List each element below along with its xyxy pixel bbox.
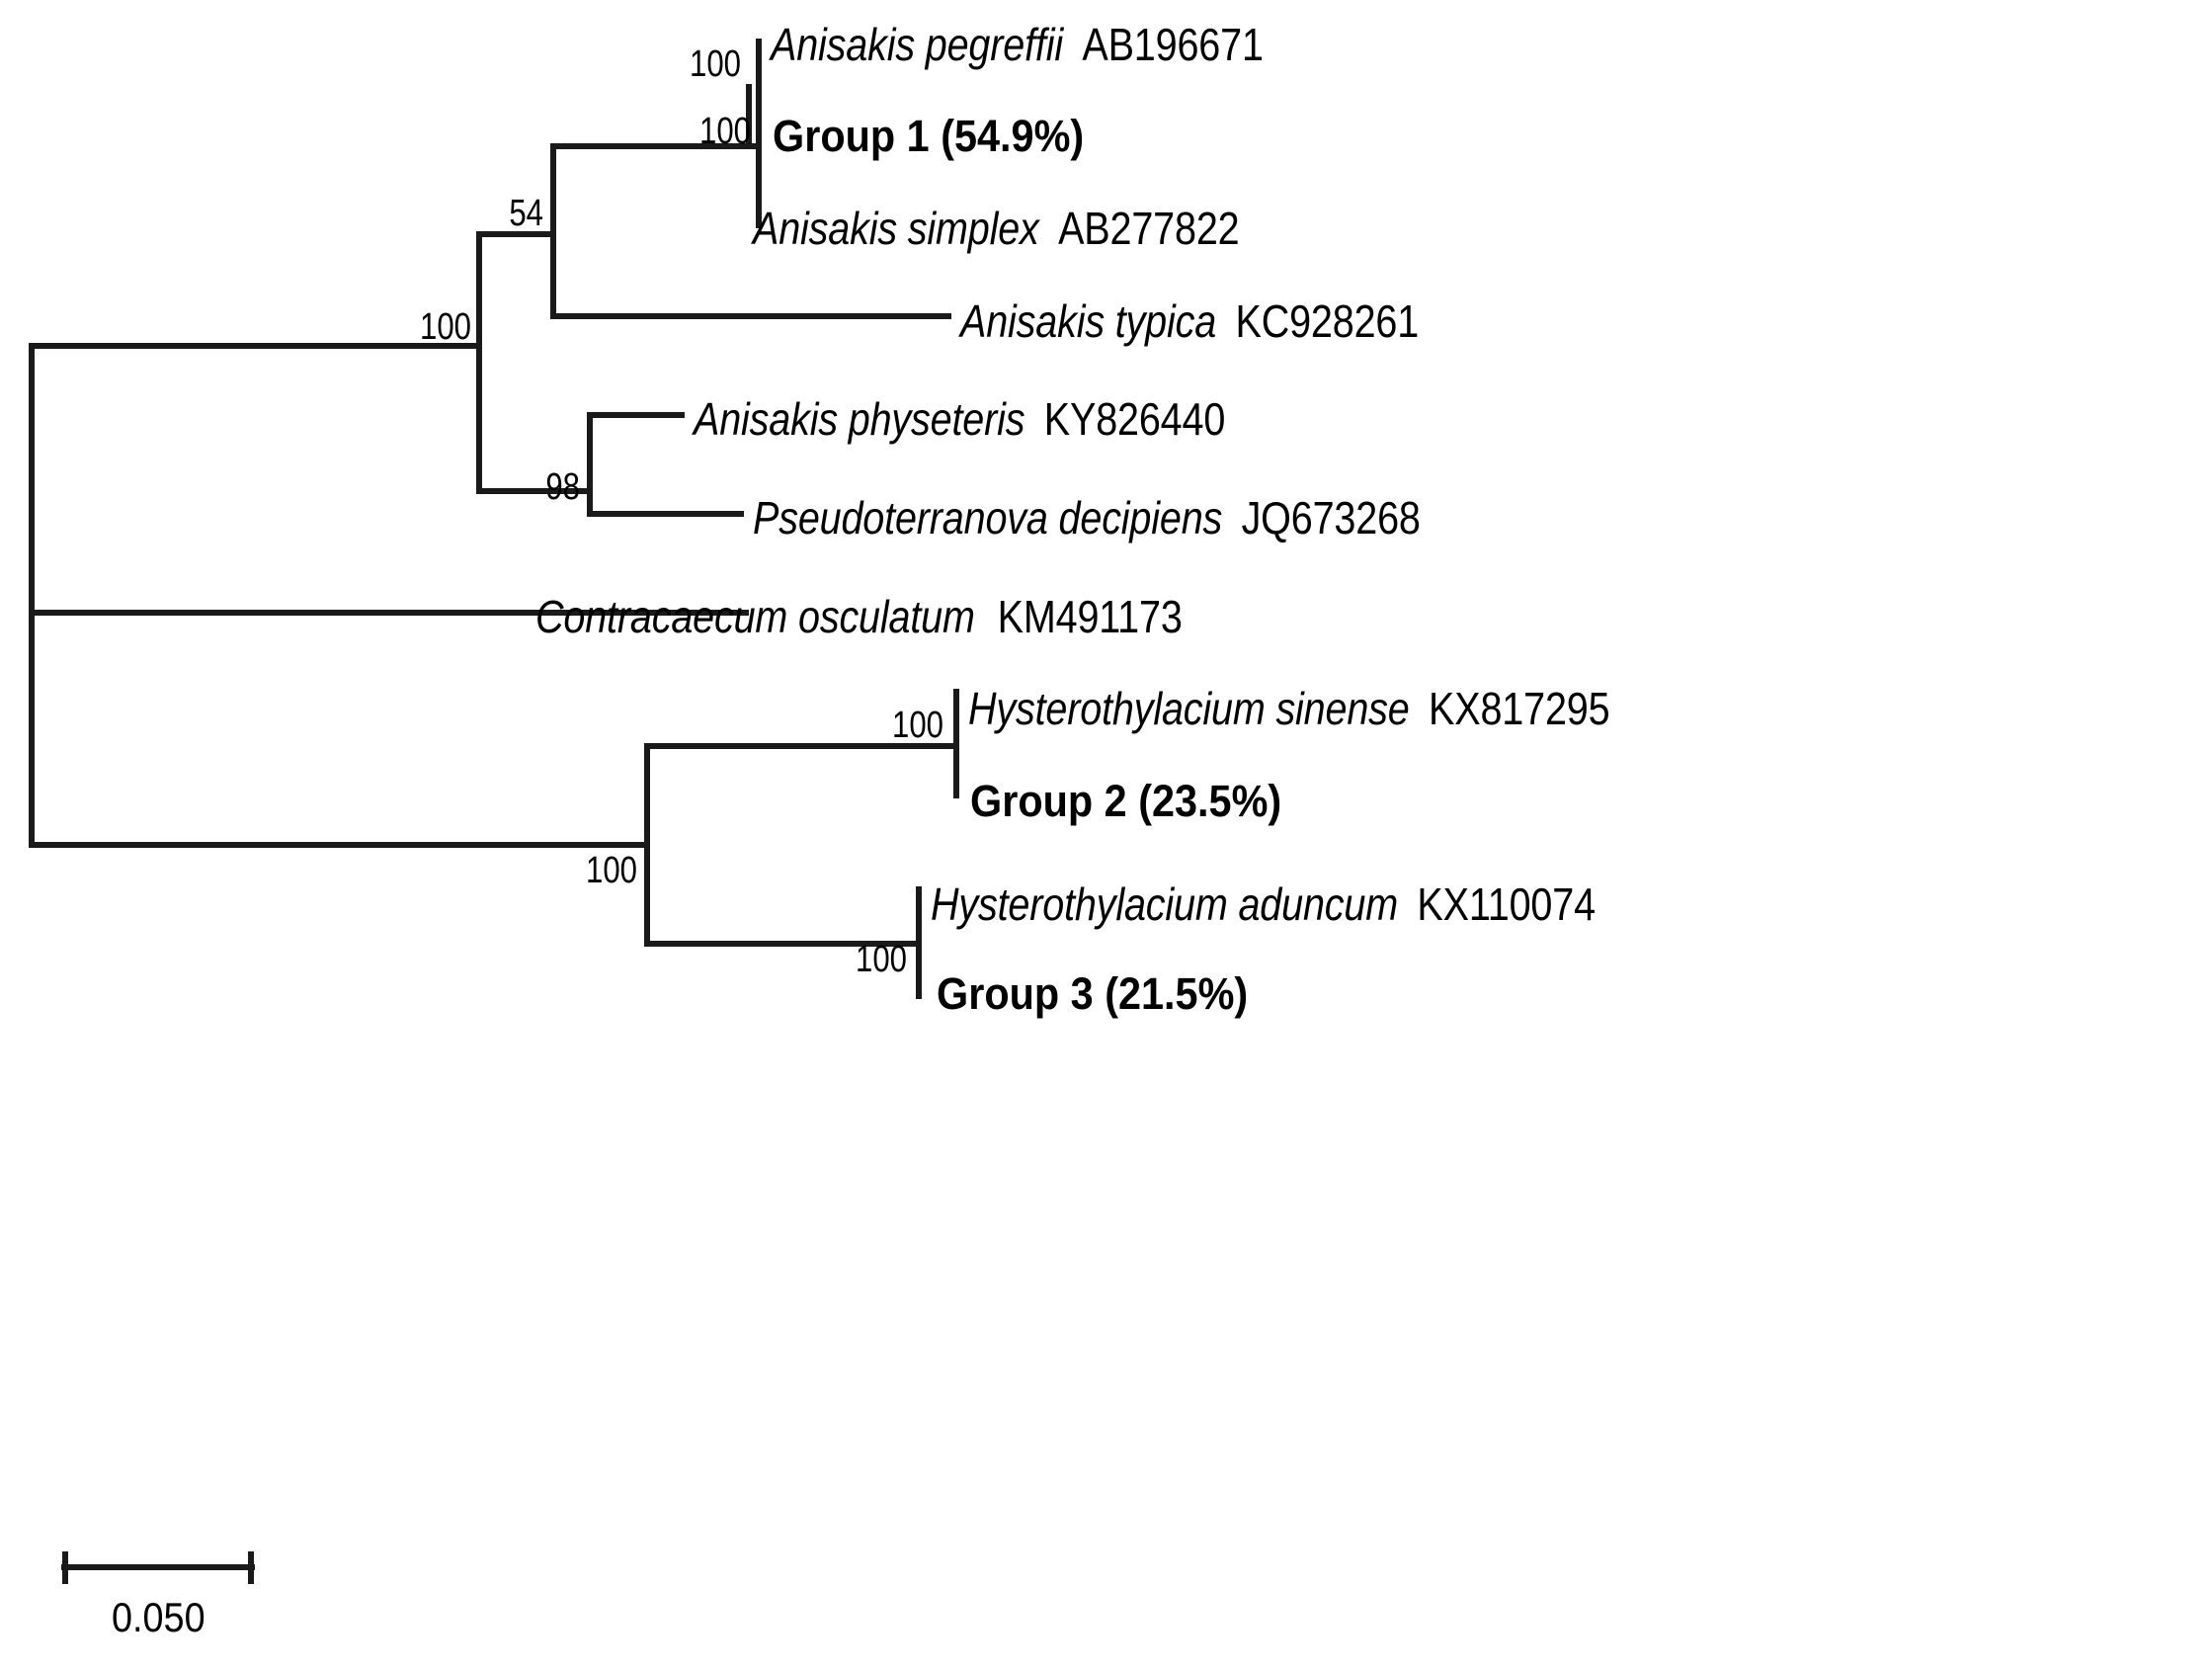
taxon-binomial: Anisakis physeteris [694,393,1025,445]
taxon-binomial: Anisakis pegreffii [771,19,1063,70]
support-value-simplex-clade: 54 [509,193,543,234]
group-label-1: Group 1 (54.9%) [773,111,1085,161]
taxon-binomial: Hysterothylacium aduncum [931,878,1398,930]
support-value-group1-node: 100 [699,111,751,152]
taxon-label-anisakis-simplex: Anisakis simplex AB277822 [753,202,1240,255]
taxon-accession: KM491173 [997,591,1183,642]
taxon-label-anisakis-pegreffii: Anisakis pegreffii AB196671 [771,18,1264,71]
taxon-label-hysterothylacium-aduncum: Hysterothylacium aduncum KX110074 [931,877,1596,931]
taxon-binomial: Anisakis simplex [753,203,1039,254]
taxon-accession: AB196671 [1082,19,1264,70]
taxon-binomial: Anisakis typica [960,295,1217,347]
taxon-accession: KC928261 [1235,295,1420,347]
group-label-3: Group 3 (21.5%) [937,968,1249,1019]
support-value-anisakidae: 100 [420,306,471,348]
support-value-pegreffii-group1: 100 [690,43,741,85]
scale-bar-label: 0.050 [112,1594,205,1640]
group-label-2: Group 2 (23.5%) [970,776,1282,826]
taxon-binomial: Hysterothylacium sinense [968,683,1410,734]
taxon-binomial: Pseudoterranova decipiens [753,492,1223,543]
support-value-aduncum-group3: 100 [856,939,907,980]
taxon-accession: KY826440 [1043,393,1226,445]
taxon-accession: AB277822 [1058,203,1240,254]
taxon-label-anisakis-physeteris: Anisakis physeteris KY826440 [694,392,1225,446]
taxon-accession: KX110074 [1417,878,1596,930]
taxon-binomial: Contracaecum osculatum [535,591,975,642]
taxon-label-pseudoterranova-decipiens: Pseudoterranova decipiens JQ673268 [753,491,1421,544]
taxon-accession: JQ673268 [1241,492,1421,543]
support-value-physeteris-pseudoterranova: 98 [545,466,580,508]
support-value-sinense-group2: 100 [892,705,943,746]
taxon-label-hysterothylacium-sinense: Hysterothylacium sinense KX817295 [968,682,1610,735]
taxon-accession: KX817295 [1429,683,1610,734]
taxon-label-anisakis-typica: Anisakis typica KC928261 [960,294,1419,348]
support-value-hysterothylacium: 100 [586,850,637,891]
taxon-label-contracaecum-osculatum: Contracaecum osculatum KM491173 [535,590,1183,643]
